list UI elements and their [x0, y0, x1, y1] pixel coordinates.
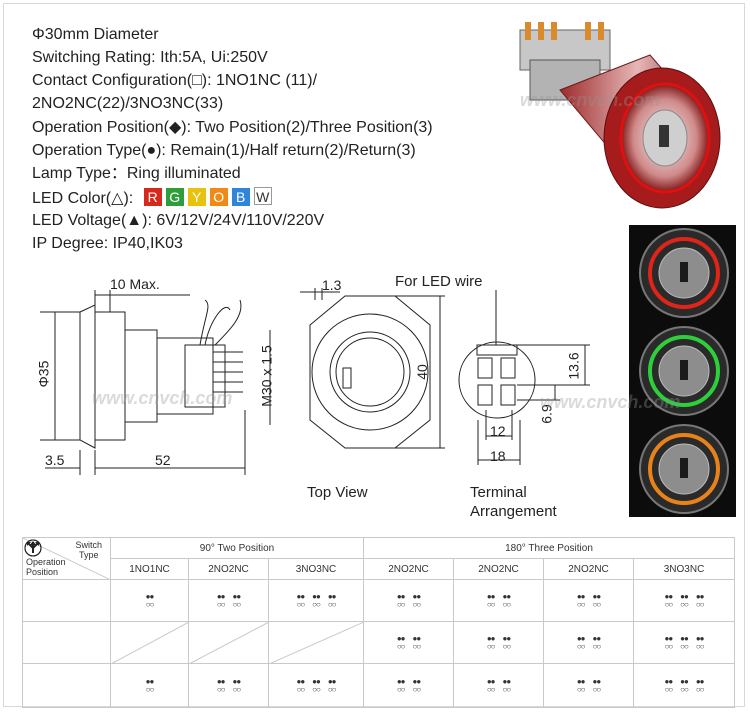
dim-1-3: 1.3	[322, 277, 342, 293]
led-photo-red	[639, 228, 729, 318]
table-row-right: ●●○○ ●●○○●●○○ ●●○○●●○○●●○○ ●●○○●●○○ ●●○○…	[22, 539, 736, 708]
column-header: 3NO3NC	[268, 558, 364, 580]
contact-configuration-table: Switch Type Operation Position 90° Two P…	[22, 537, 736, 708]
dim-3-5: 3.5	[45, 452, 65, 468]
dim-18: 18	[490, 448, 506, 464]
led-color-label: LED Color(△):	[32, 190, 134, 207]
empty-cell	[188, 621, 269, 664]
contact-dots: ●●○○●●○○●●○○	[268, 579, 364, 622]
contact-dots: ●●○○●●○○	[543, 663, 634, 708]
contact-dots: ●●○○●●○○	[363, 621, 454, 664]
dim-phi-35: Φ35	[35, 360, 52, 388]
empty-cell	[110, 621, 189, 664]
contact-dots: ●●○○●●○○●●○○	[632, 621, 736, 664]
led-photos	[639, 228, 729, 514]
position-left-icon-cell	[22, 539, 111, 622]
dim-40: 40	[413, 364, 430, 380]
contact-dots: ●●○○●●○○●●○○	[632, 663, 736, 708]
column-header: 2NO2NC	[453, 558, 544, 580]
led-photo-panel	[629, 225, 736, 517]
dim-12: 12	[490, 423, 506, 439]
column-header: 2NO2NC	[543, 558, 634, 580]
contact-dots: ●●○○	[110, 663, 189, 708]
spec-contact-config-2: 2NO2NC(22)/3NO3NC(33)	[32, 95, 224, 112]
led-swatch-o: O	[209, 188, 228, 206]
contact-dots: ●●○○●●○○	[543, 579, 634, 622]
photo-key-slot	[659, 125, 669, 147]
watermark-3: www.cnvch.com	[540, 392, 681, 412]
spec-switching-rating: Switching Rating: Ith:5A, Ui:250V	[32, 49, 268, 66]
spec-contact-config-1: Contact Configuration(□): 1NO1NC (11)/	[32, 72, 318, 89]
spec-lamp-type: Lamp Type：Ring illuminated	[32, 165, 241, 182]
for-led-wire-label: For LED wire	[395, 273, 483, 290]
knob-right-icon	[24, 539, 41, 556]
table-row-center: ●●○○●●○○ ●●○○●●○○ ●●○○●●○○ ●●○○●●○○●●○○	[22, 539, 736, 664]
dim-m30: M30 x 1.5	[258, 345, 275, 407]
column-header-row: 1NO1NC 2NO2NC 3NO3NC 2NO2NC 2NO2NC 2NO2N…	[23, 558, 736, 580]
contact-dots: ●●○○●●○○●●○○	[632, 579, 736, 622]
position-center-icon-cell	[22, 539, 111, 664]
top-view-label: Top View	[307, 484, 368, 501]
watermark-2: www.cnvch.com	[520, 90, 661, 110]
contact-dots: ●●○○●●○○	[453, 663, 544, 708]
spec-operation-type: Operation Type(●): Remain(1)/Half return…	[32, 142, 416, 159]
contact-dots: ●●○○●●○○	[188, 663, 269, 708]
contact-dots: ●●○○●●○○	[363, 663, 454, 708]
contact-dots: ●●○○●●○○	[453, 621, 544, 664]
dim-52: 52	[155, 452, 171, 468]
led-swatch-y: Y	[187, 188, 206, 206]
operation-position-label: Operation Position	[26, 557, 66, 577]
spec-ip-degree: IP Degree: IP40,IK03	[32, 235, 183, 252]
column-header: 2NO2NC	[188, 558, 269, 580]
led-swatch-b: B	[231, 188, 250, 206]
column-header: 1NO1NC	[110, 558, 189, 580]
terminal-label: Terminal	[470, 484, 527, 501]
spec-diameter: Φ30mm Diameter	[32, 26, 159, 43]
led-swatch-w: W	[253, 187, 272, 205]
spec-operation-position: Operation Position(◆): Two Position(2)/T…	[32, 119, 433, 136]
led-photo-green	[639, 326, 729, 416]
switch-type-label: Switch Type	[75, 540, 102, 560]
spec-led-voltage: LED Voltage(▲): 6V/12V/24V/110V/220V	[32, 212, 325, 229]
dim-13-6: 13.6	[565, 352, 582, 380]
group-header-90: 90° Two Position	[110, 537, 364, 559]
contact-dots: ●●○○●●○○	[543, 621, 634, 664]
arrangement-label: Arrangement	[470, 503, 557, 520]
contact-dots: ●●○○	[110, 579, 189, 622]
group-header-180: 180° Three Position	[362, 537, 736, 559]
column-header: 2NO2NC	[363, 558, 454, 580]
position-right-icon-cell	[22, 539, 111, 708]
dim-10-max: 10 Max.	[110, 276, 160, 292]
contact-dots: ●●○○●●○○	[188, 579, 269, 622]
contact-dots: ●●○○●●○○	[363, 579, 454, 622]
watermark-1: www.cnvch.com	[92, 388, 233, 408]
column-header: 3NO3NC	[632, 558, 736, 580]
contact-dots: ●●○○●●○○	[453, 579, 544, 622]
empty-cell	[268, 621, 364, 664]
led-photo-orange	[639, 424, 729, 514]
table-row-left: ●●○○ ●●○○●●○○ ●●○○●●○○●●○○ ●●○○●●○○ ●●○○…	[22, 539, 736, 622]
led-swatch-r: R	[143, 188, 162, 206]
led-swatch-g: G	[165, 188, 184, 206]
contact-dots: ●●○○●●○○●●○○	[268, 663, 364, 708]
